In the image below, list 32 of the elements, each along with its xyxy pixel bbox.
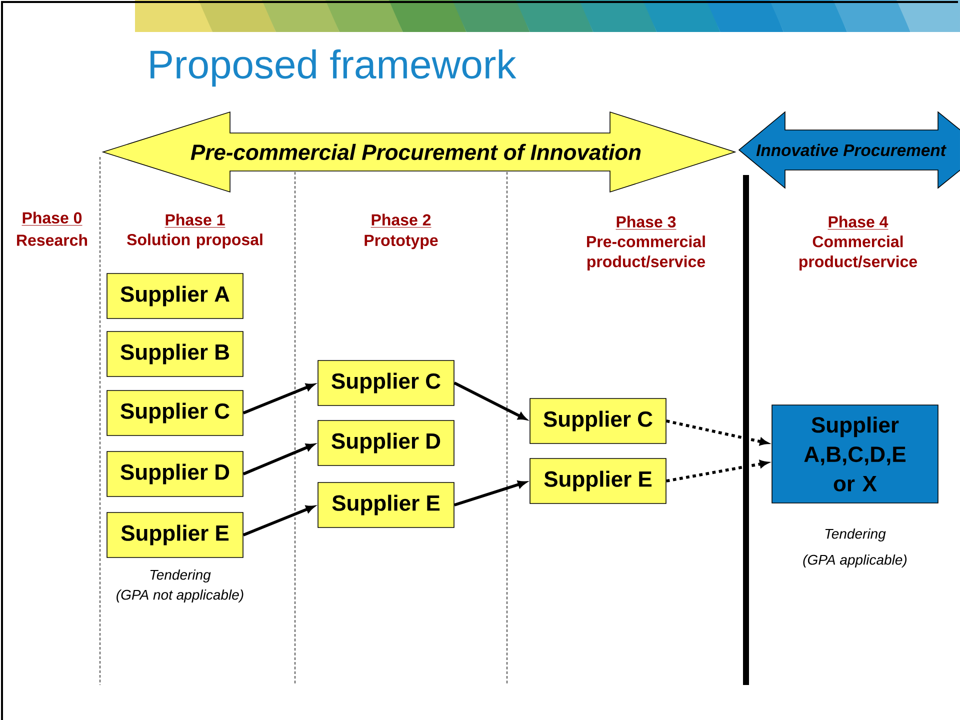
supplier-box: Supplier B xyxy=(106,331,244,377)
arrow xyxy=(242,444,314,476)
arrow xyxy=(454,480,526,506)
arrow xyxy=(454,382,527,420)
supplier-box: Supplier C xyxy=(318,360,454,406)
arrow xyxy=(242,384,314,414)
note: (GPA applicable) xyxy=(803,554,907,568)
supplier-box: Supplier A,B,C,D,E or X xyxy=(772,404,938,504)
phase-heading: Phase 1 xyxy=(164,214,226,228)
supplier-box: Supplier A xyxy=(106,273,244,319)
arrow xyxy=(242,505,314,536)
supplier-box: Supplier C xyxy=(106,390,244,436)
phase-heading: Phase 4 xyxy=(828,216,889,230)
arrow xyxy=(666,420,768,446)
phase-heading: Phase 3 xyxy=(616,216,677,230)
supplier-box: Supplier C xyxy=(530,398,666,444)
supplier-box: Supplier D xyxy=(318,420,454,466)
arrow xyxy=(666,460,768,482)
supplier-box: Supplier E xyxy=(318,482,454,528)
supplier-box: Supplier E xyxy=(530,458,666,504)
note: (GPA not applicable) xyxy=(116,589,244,603)
phase-name: Solution proposal xyxy=(127,234,262,248)
phase-name: Commercial product/service xyxy=(799,236,918,270)
phase-heading: Phase 0 xyxy=(22,212,83,226)
phase-name: Pre-commercial product/service xyxy=(587,236,706,270)
title: Proposed framework xyxy=(150,49,516,87)
note: Tendering xyxy=(825,528,886,542)
phase-name: Prototype xyxy=(364,234,438,250)
supplier-box: Supplier E xyxy=(106,512,244,558)
supplier-box: Supplier D xyxy=(106,451,244,497)
phase-name: Research xyxy=(17,234,88,246)
phase-heading: Phase 2 xyxy=(370,214,432,228)
